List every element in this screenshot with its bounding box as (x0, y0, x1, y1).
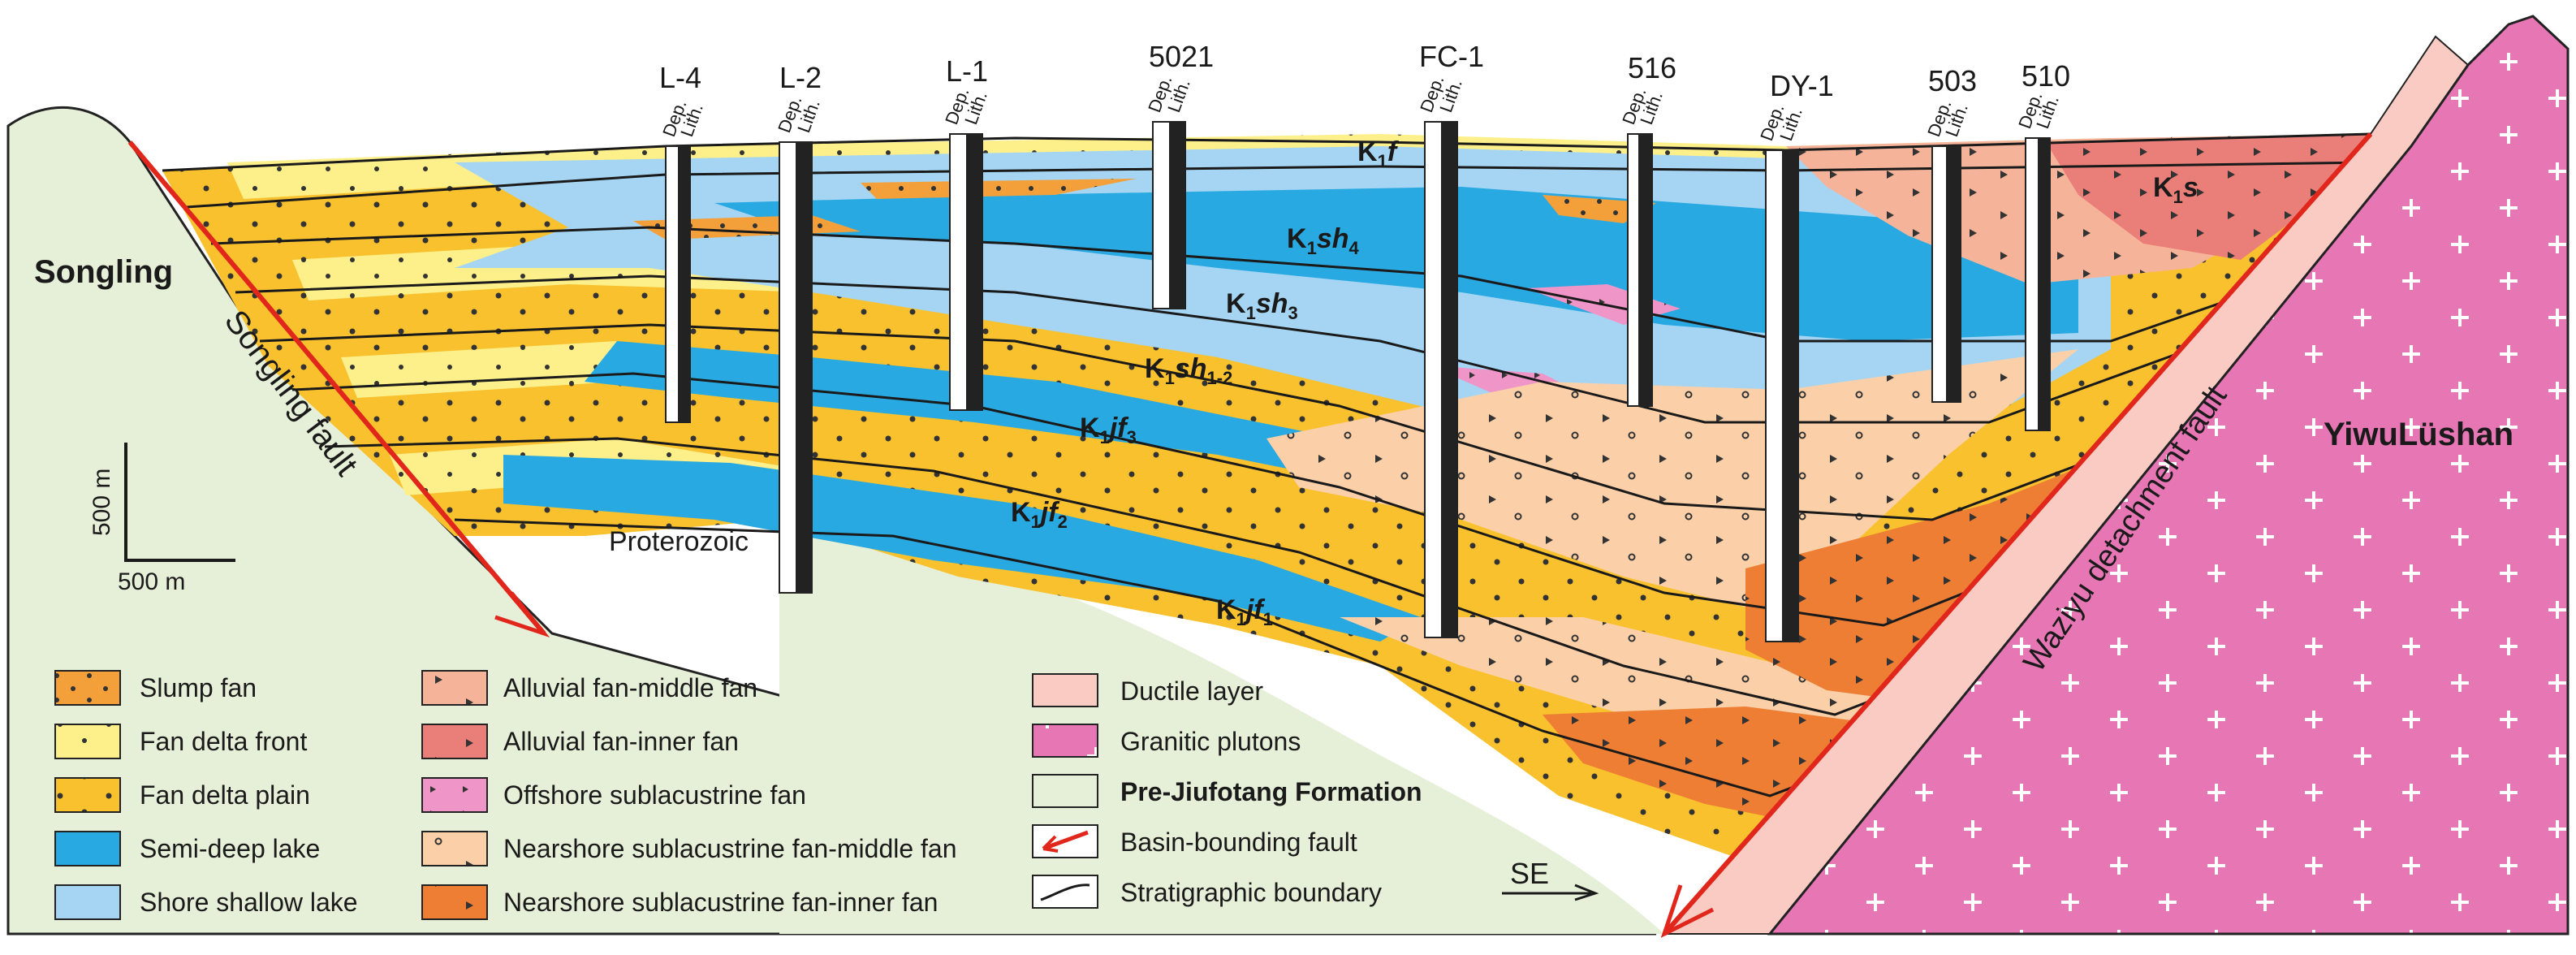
well-5021: 5021 Dep. Lith. (1144, 40, 1214, 309)
waziyu-detachment-fault (1660, 132, 2373, 938)
proterozoic-label: Proterozoic (609, 526, 749, 557)
scale-horizontal-label: 500 m (118, 568, 185, 595)
legend-label: Slump fan (140, 673, 257, 702)
direction-label: SE (1510, 857, 1549, 890)
legend-item-slump-fan: Slump fan (54, 670, 257, 706)
scale-vertical-label: 500 m (88, 469, 115, 536)
well-FC-1: FC-1 Dep. Lith. (1416, 40, 1484, 638)
nearshore-fan-middle (1266, 349, 2078, 617)
songling-label: Songling (34, 254, 173, 290)
legend-label: Alluvial fan-middle fan (503, 673, 757, 702)
well-503: 503 Dep. Lith. (1923, 64, 1977, 403)
legend-label: Semi-deep lake (140, 834, 320, 863)
well-L-2: L-2 Dep. Lith. (774, 61, 824, 594)
legend-item-fan-delta-plain: Fan delta plain (54, 777, 310, 813)
granitic-plutons (1767, 15, 2570, 936)
legend-item-nearshore-inner-fan: Nearshore sublacustrine fan-inner fan (421, 884, 938, 920)
well-name: L-4 (659, 61, 701, 94)
formation-label-k1sh3: K1sh3 (1226, 288, 1298, 323)
legend-label: Offshore sublacustrine fan (503, 780, 806, 810)
legend-item-nearshore-middle-fan: Nearshore sublacustrine fan-middle fan (421, 831, 957, 866)
well-name: 5021 (1149, 40, 1214, 73)
legend-label: Fan delta plain (140, 780, 310, 810)
well-L-4: L-4 Dep. Lith. (658, 61, 707, 423)
legend-item-shore-shallow-lake: Shore shallow lake (54, 884, 358, 920)
legend-label: Nearshore sublacustrine fan-inner fan (503, 888, 938, 917)
legend-item-semi-deep-lake: Semi-deep lake (54, 831, 320, 866)
legend-label: Shore shallow lake (140, 888, 358, 917)
legend-item-pre-jiufotang: Pre-Jiufotang Formation (1032, 774, 1422, 808)
semi-deep-lake-upper (714, 187, 2078, 341)
legend-item-basin-bounding-fault: Basin-bounding fault (1032, 824, 1357, 858)
formation-label-k1jf1: K1jf1 (1216, 594, 1273, 629)
legend-item-fan-delta-front: Fan delta front (54, 724, 307, 759)
legend-item-alluvial-fan-inner: Alluvial fan-inner fan (421, 724, 739, 759)
legend-label: Basin-bounding fault (1120, 828, 1357, 857)
formation-label-k1jf3: K1jf3 (1080, 413, 1137, 447)
formation-label-k1jf2: K1jf2 (1011, 497, 1068, 532)
well-name: 516 (1628, 51, 1676, 84)
well-DY-1: DY-1 Dep. Lith. (1756, 69, 1834, 642)
legend-item-offshore-fan: Offshore sublacustrine fan (421, 777, 806, 813)
well-name: 510 (2022, 59, 2070, 93)
legend: Slump fan Fan delta front Fan delta plai… (54, 670, 1422, 920)
well-name: DY-1 (1770, 69, 1834, 102)
well-name: 503 (1928, 64, 1977, 97)
legend-label: Granitic plutons (1120, 727, 1301, 756)
scale-bar: 500 m 500 m (88, 443, 235, 595)
legend-item-alluvial-fan-middle: Alluvial fan-middle fan (421, 670, 757, 706)
legend-item-ductile-layer: Ductile layer (1032, 673, 1263, 707)
slump-fan-2 (861, 179, 1137, 199)
well-name: L-1 (946, 54, 988, 88)
direction-indicator: SE (1502, 857, 1599, 901)
pre-jiufotang-basement-right (779, 520, 1664, 934)
songling-fault (127, 140, 550, 638)
legend-item-granitic-plutons: Granitic plutons (1032, 724, 1301, 758)
well-name: FC-1 (1419, 40, 1484, 73)
yiwulushan-label: YiwuLüshan (2324, 417, 2513, 452)
legend-label: Stratigraphic boundary (1120, 878, 1382, 907)
legend-label: Pre-Jiufotang Formation (1120, 777, 1422, 806)
legend-label: Alluvial fan-inner fan (503, 727, 739, 756)
formation-label-k1sh12: K1sh1-2 (1145, 353, 1232, 388)
legend-label: Ductile layer (1120, 676, 1263, 706)
formation-label-k1f: K1f (1357, 136, 1400, 171)
legend-label: Nearshore sublacustrine fan-middle fan (503, 834, 957, 863)
legend-item-stratigraphic-boundary: Stratigraphic boundary (1032, 875, 1382, 909)
legend-label: Fan delta front (140, 727, 307, 756)
formation-label-k1s: K1s (2153, 172, 2198, 207)
well-name: L-2 (779, 61, 822, 94)
formation-label-k1sh4: K1sh4 (1287, 223, 1360, 258)
